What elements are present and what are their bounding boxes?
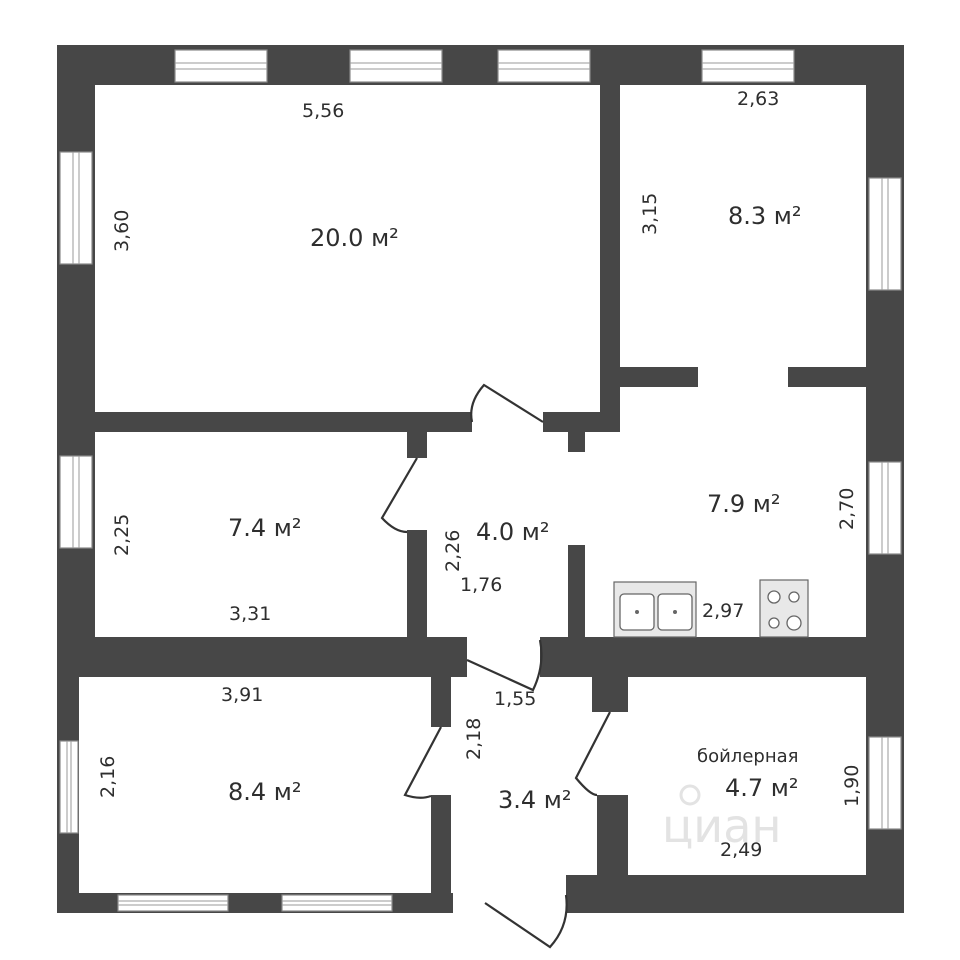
door-bedroom-bottom — [403, 726, 442, 799]
dim-bedroom-bottom-height: 2,16 — [97, 756, 119, 798]
window-top-2 — [349, 49, 443, 83]
area-boiler-room: 4.7 м² — [725, 774, 799, 802]
window-right-3 — [868, 736, 902, 830]
doors — [380, 383, 611, 949]
dim-living-width: 5,56 — [302, 100, 344, 122]
dim-vestibule-height: 2,18 — [463, 718, 485, 760]
area-kitchen: 7.9 м² — [707, 490, 781, 518]
double-sink-icon — [613, 581, 697, 638]
area-vestibule: 3.4 м² — [498, 786, 572, 814]
window-top-3 — [497, 49, 591, 83]
dim-kitchen-height: 2,70 — [836, 488, 858, 530]
dim-boiler-width: 2,49 — [720, 839, 762, 861]
dim-living-height: 3,60 — [111, 210, 133, 252]
dim-kitchen-width: 2,97 — [702, 600, 744, 622]
area-hall: 4.0 м² — [476, 518, 550, 546]
door-hall-vestibule — [466, 639, 543, 692]
dim-bedroom-middle-width: 3,31 — [229, 603, 271, 625]
dim-bedroom-top-right-width: 2,63 — [737, 88, 779, 110]
window-right-1 — [868, 177, 902, 291]
door-boiler-room — [574, 711, 611, 797]
door-entrance — [484, 894, 568, 949]
dim-hall-height: 2,26 — [442, 530, 464, 572]
dim-bedroom-bottom-width: 3,91 — [221, 684, 263, 706]
area-living-room: 20.0 м² — [310, 224, 399, 252]
dim-hall-width: 1,76 — [460, 574, 502, 596]
window-left-3 — [59, 740, 79, 834]
cian-logo-icon: циан — [662, 784, 781, 853]
door-bedroom-middle — [380, 457, 418, 534]
watermark-text: циан — [662, 799, 781, 853]
window-right-2 — [868, 461, 902, 555]
label-boiler-room: бойлерная — [697, 746, 798, 767]
window-left-1 — [59, 151, 93, 265]
window-bottom-1 — [117, 894, 229, 912]
area-bedroom-middle-left: 7.4 м² — [228, 514, 302, 542]
stove-icon — [759, 579, 809, 638]
door-living-room — [470, 383, 544, 423]
dim-vestibule-width: 1,55 — [494, 688, 536, 710]
window-left-2 — [59, 455, 93, 549]
area-bedroom-bottom-left: 8.4 м² — [228, 778, 302, 806]
window-bottom-2 — [281, 894, 393, 912]
area-bedroom-top-right: 8.3 м² — [728, 202, 802, 230]
windows — [59, 49, 902, 912]
dim-bedroom-top-right-height: 3,15 — [639, 193, 661, 235]
dim-bedroom-middle-height: 2,25 — [111, 514, 133, 556]
dim-boiler-height: 1,90 — [841, 765, 863, 807]
window-top-4 — [701, 49, 795, 83]
window-top-1 — [174, 49, 268, 83]
